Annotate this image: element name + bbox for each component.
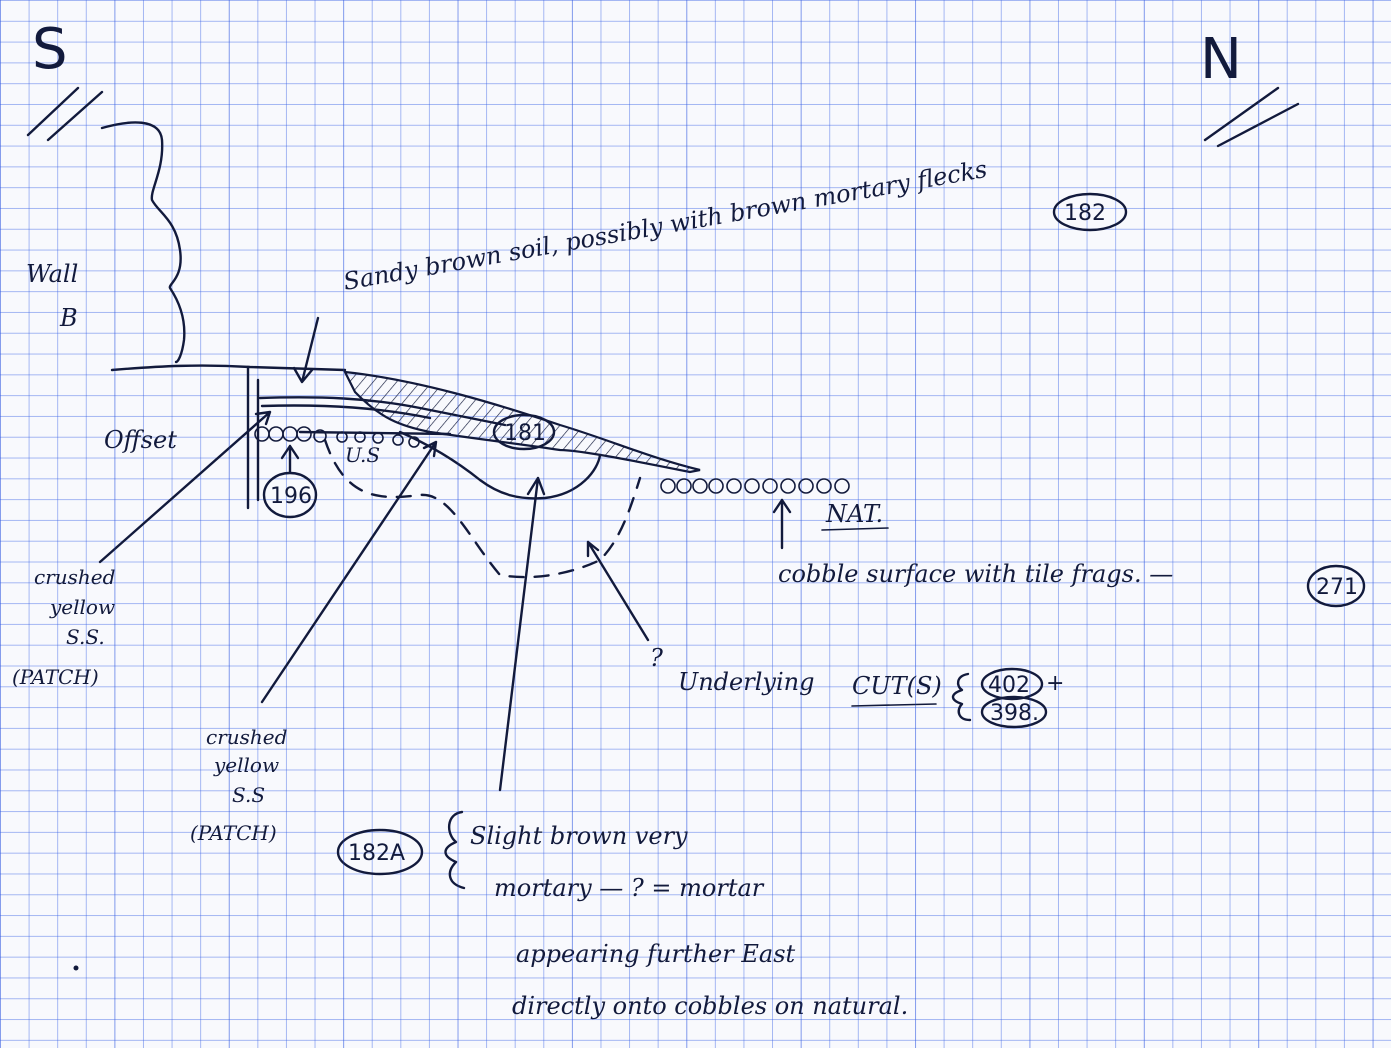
arrow-196 xyxy=(280,444,300,474)
dashed-cut-outline xyxy=(323,438,642,579)
us-label: U.S xyxy=(345,443,380,467)
context-398: 398. xyxy=(990,701,1039,726)
context-402-circle xyxy=(980,667,1044,701)
context-182a: 182A xyxy=(348,841,405,866)
wall-brace xyxy=(100,121,186,364)
top-note-text: Sandy brown soil, possibly with brown mo… xyxy=(341,155,989,296)
left-patch-line3: S.S. xyxy=(66,625,105,649)
layer-line-lower xyxy=(260,404,432,420)
context-182a-circle xyxy=(336,828,424,876)
context-182: 182 xyxy=(1064,201,1106,226)
north-label: N xyxy=(1200,27,1242,92)
left-patch-line1: crushed xyxy=(34,565,115,589)
layer-line-upper xyxy=(258,396,507,427)
mid-patch-line2: yellow xyxy=(213,753,279,777)
arrow-mid-patch xyxy=(260,440,438,704)
south-label: S xyxy=(32,17,68,82)
bottom-note-line2: mortary — ? = mortar xyxy=(494,874,765,902)
context-398-circle xyxy=(980,695,1048,729)
cobbles-wall xyxy=(254,426,420,448)
wall-label-line1: Wall xyxy=(26,260,78,288)
nat-underline xyxy=(821,527,889,531)
left-patch-line2: yellow xyxy=(49,595,115,619)
nat-note: cobble surface with tile frags. — xyxy=(778,560,1173,588)
arrow-182a xyxy=(498,476,546,792)
arrow-top-note xyxy=(292,316,320,384)
context-196: 196 xyxy=(270,484,312,509)
cobbles-natural xyxy=(660,478,850,494)
ground-line xyxy=(110,364,347,372)
context-271: 271 xyxy=(1316,575,1358,600)
bottom-note-line1: Slight brown very xyxy=(470,822,688,850)
hatched-layer-182 xyxy=(343,370,701,474)
break-mark-south xyxy=(26,86,104,142)
context-402: 402 xyxy=(988,673,1030,698)
context-plus: + xyxy=(1046,671,1064,696)
context-182-circle xyxy=(1052,192,1128,232)
cut-label: CUT(S) xyxy=(852,672,942,700)
cut-brace xyxy=(951,672,972,722)
context-181: 181 xyxy=(504,421,546,446)
arrow-underlying-cut xyxy=(586,540,650,642)
offset-label: Offset xyxy=(104,426,177,454)
mid-patch-line4: (PATCH) xyxy=(190,821,277,845)
left-patch-line4: (PATCH) xyxy=(12,665,99,689)
bottom-note-line3: appearing further East xyxy=(516,940,796,968)
cut-181-profile xyxy=(398,430,602,500)
mid-patch-line1: crushed xyxy=(206,725,287,749)
cut-underlying: Underlying xyxy=(678,668,814,696)
context-181-circle xyxy=(492,413,556,451)
arrow-nat xyxy=(772,498,792,550)
cut-underline xyxy=(851,703,937,707)
ink-dot xyxy=(73,965,79,971)
cut-question: ? xyxy=(650,644,663,672)
wall-label-line2: B xyxy=(59,304,78,332)
mid-patch-line3: S.S xyxy=(232,783,265,807)
bottom-note-line4: directly onto cobbles on natural. xyxy=(512,992,908,1020)
bottom-note-brace xyxy=(444,810,466,890)
nat-label: NAT. xyxy=(825,500,883,528)
break-mark-north xyxy=(1203,86,1300,148)
arrow-left-patch xyxy=(98,410,272,564)
context-271-circle xyxy=(1306,564,1366,608)
